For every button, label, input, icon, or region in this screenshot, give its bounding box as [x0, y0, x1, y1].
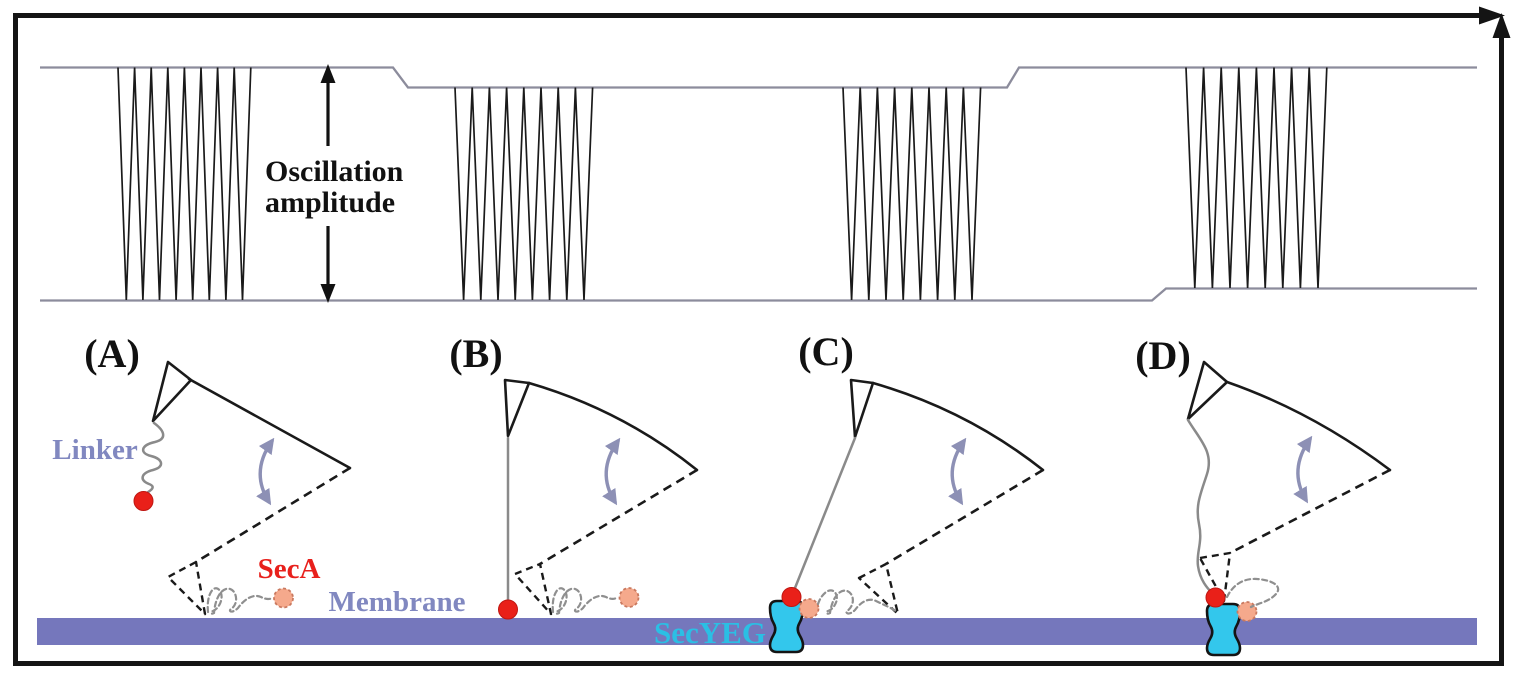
time-axis-right-arrowhead-icon	[1479, 6, 1505, 25]
amplitude-label-line2: amplitude	[265, 186, 395, 219]
linker-label: Linker	[52, 434, 138, 466]
cantilever-tip-dashed-c	[857, 562, 900, 616]
oscillation-rotation-arrow-d	[1293, 435, 1313, 504]
figure-frame	[13, 6, 1511, 666]
axis-up-arrowhead-icon	[1492, 13, 1511, 38]
cantilever-beam-solid-d	[1225, 380, 1392, 472]
lower-turning-rail	[40, 287, 1477, 302]
substrate-coil-dashed-d	[1225, 577, 1280, 609]
panel-c-label: (C)	[798, 329, 854, 374]
oscillation-rotation-arrow-c	[948, 437, 967, 506]
substrate-dot-a	[273, 587, 294, 609]
linker-stretched-c	[791, 436, 857, 595]
oscillation-burst-a	[117, 67, 252, 301]
cantilever-tip-solid-d	[1186, 360, 1229, 421]
substrate-coil-dashed-c	[816, 589, 899, 615]
cantilever-tip-solid-b	[503, 378, 531, 438]
panel-d	[1186, 360, 1392, 657]
secyeg-channel-c	[768, 599, 805, 654]
seca-protein-dot-d	[1205, 587, 1226, 608]
substrate-dot-b	[618, 587, 640, 608]
oscillation-rotation-arrow-a	[256, 437, 275, 506]
panel-a: Linker SecA Membrane	[52, 360, 466, 618]
oscillation-burst-c	[842, 87, 982, 301]
linker-coil-a	[141, 421, 165, 496]
substrate-coil-dashed-b	[551, 587, 620, 615]
panel-b	[498, 378, 699, 620]
oscillation-burst-b	[454, 87, 594, 301]
substrate-coil-dashed-a	[206, 587, 275, 615]
cantilever-beam-dashed-c	[885, 468, 1044, 566]
cantilever-tip-dashed-d	[1198, 551, 1232, 603]
panel-d-label: (D)	[1135, 333, 1191, 378]
seca-label: SecA	[258, 553, 321, 585]
membrane-label: Membrane	[329, 586, 466, 618]
oscillation-trace: Oscillation amplitude	[40, 64, 1477, 303]
amplitude-double-arrow-icon	[320, 64, 336, 303]
seca-protein-dot-a	[133, 491, 154, 511]
cantilever-beam-solid-c	[871, 381, 1045, 472]
cantilever-beam-dashed-d	[1229, 468, 1391, 555]
cantilever-beam-dashed-b	[539, 468, 698, 566]
substrate-dot-d	[1236, 601, 1258, 622]
secyeg-channel-d	[1205, 602, 1242, 657]
cantilever-tip-dashed-b	[513, 562, 553, 616]
seca-protein-dot-b	[498, 599, 518, 620]
seca-protein-dot-c	[781, 587, 802, 607]
substrate-dot-c	[798, 598, 820, 619]
panel-c: SecYEG	[654, 378, 1045, 654]
linker-slack-d	[1186, 418, 1215, 596]
cantilever-beam-dashed-a	[195, 466, 351, 564]
oscillation-rotation-arrow-b	[602, 437, 621, 506]
panel-a-label: (A)	[84, 331, 140, 376]
amplitude-label-line1: Oscillation	[265, 155, 404, 188]
cantilever-beam-solid-a	[187, 377, 352, 470]
cantilever-tip-solid-c	[849, 378, 875, 439]
cantilever-tip-dashed-a	[166, 560, 207, 616]
cantilever-tip-solid-a	[151, 360, 193, 423]
upper-turning-rail	[40, 66, 1477, 89]
cantilever-beam-solid-b	[527, 381, 699, 472]
secyeg-label: SecYEG	[654, 615, 766, 650]
oscillation-burst-d	[1185, 67, 1328, 289]
panel-b-label: (B)	[449, 331, 502, 376]
